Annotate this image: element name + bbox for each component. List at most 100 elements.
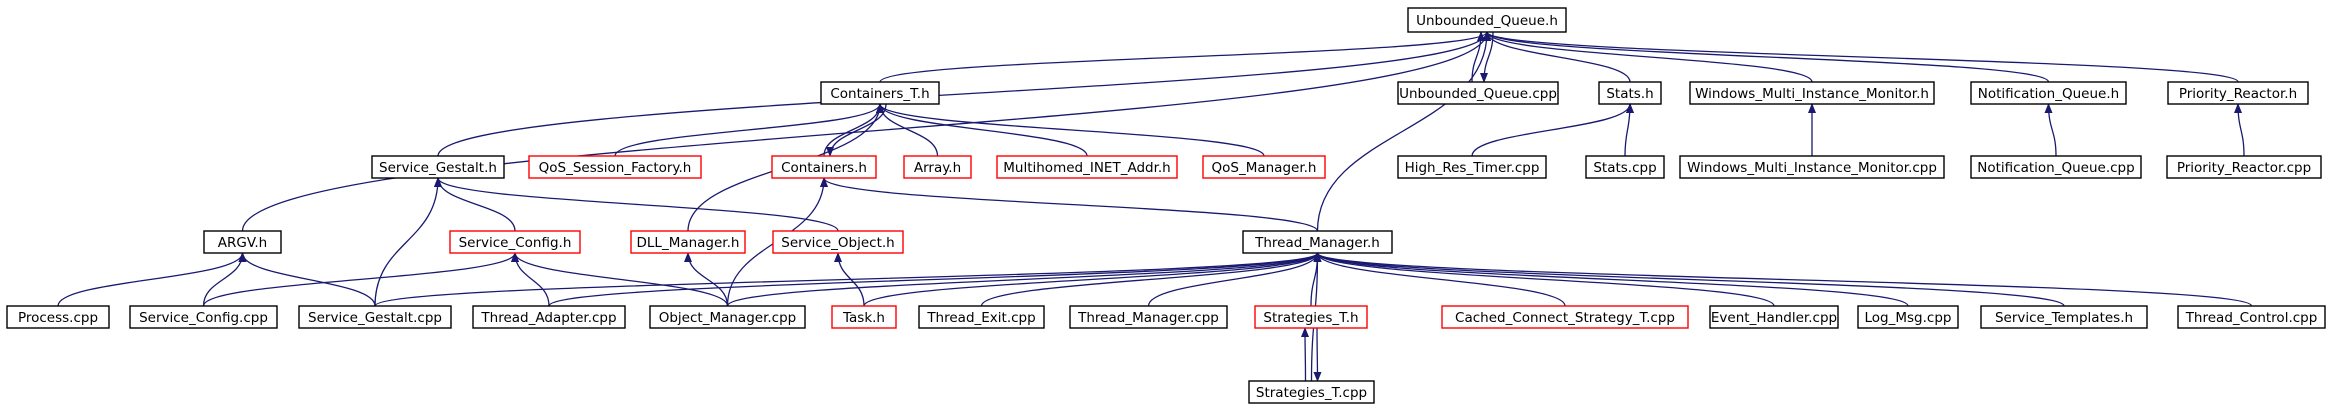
node-box <box>298 305 452 329</box>
node-box <box>1598 81 1662 105</box>
node-cached_connect_cpp[interactable]: Cached_Connect_Strategy_T.cpp <box>1441 305 1689 329</box>
edge-qos_session_factory_h-to-containers_t_h <box>614 103 884 157</box>
node-task_h[interactable]: Task.h <box>831 305 897 329</box>
node-label: Thread_Exit.cpp <box>926 310 1035 326</box>
node-box <box>1248 380 1375 404</box>
node-dll_manager_h[interactable]: DLL_Manager.h <box>630 230 746 254</box>
node-strategies_t_h[interactable]: Strategies_T.h <box>1254 305 1368 329</box>
node-service_templates_h[interactable]: Service_Templates.h <box>1980 305 2148 329</box>
edge-object_manager_cpp-to-thread_manager_h <box>726 252 1322 307</box>
edge-task_h-to-thread_manager_h <box>863 252 1322 307</box>
edge-service_templates_h-to-thread_manager_h <box>1313 252 2065 307</box>
edge-service_gestalt_cpp-to-thread_manager_h <box>374 252 1322 307</box>
node-label: Log_Msg.cpp <box>1865 310 1952 326</box>
edge-service_object_h-to-service_gestalt_h <box>434 177 839 232</box>
node-box <box>771 155 877 179</box>
node-object_manager_cpp[interactable]: Object_Manager.cpp <box>649 305 806 329</box>
node-box <box>772 230 904 254</box>
node-stats_h[interactable]: Stats.h <box>1598 81 1662 105</box>
node-service_object_h[interactable]: Service_Object.h <box>772 230 904 254</box>
node-service_config_h[interactable]: Service_Config.h <box>449 230 581 254</box>
node-wmim_h[interactable]: Windows_Multi_Instance_Monitor.h <box>1689 81 1935 105</box>
node-event_handler_cpp[interactable]: Event_Handler.cpp <box>1709 305 1839 329</box>
node-box <box>831 305 897 329</box>
edge-high_res_timer_cpp-to-stats_h <box>1471 103 1634 157</box>
node-array_h[interactable]: Array.h <box>903 155 972 179</box>
node-box <box>129 305 278 329</box>
node-label: Unbounded_Queue.cpp <box>1399 86 1557 102</box>
node-qos_manager_h[interactable]: QoS_Manager.h <box>1202 155 1326 179</box>
node-box <box>1202 155 1326 179</box>
edge-cached_connect_cpp-to-thread_manager_h <box>1313 252 1566 307</box>
node-box <box>903 155 972 179</box>
node-strategies_t_cpp[interactable]: Strategies_T.cpp <box>1248 380 1375 404</box>
node-notification_queue_h[interactable]: Notification_Queue.h <box>1970 81 2127 105</box>
node-thread_adapter_cpp[interactable]: Thread_Adapter.cpp <box>472 305 626 329</box>
edge-wmim_h-to-root <box>1483 31 1813 83</box>
edge-stats_cpp-to-stats_h <box>1624 103 1634 157</box>
node-notification_queue_cpp[interactable]: Notification_Queue.cpp <box>1970 155 2142 179</box>
node-box <box>1689 81 1935 105</box>
node-label: Strategies_T.h <box>1263 310 1358 326</box>
node-process_cpp[interactable]: Process.cpp <box>6 305 110 329</box>
node-service_config_cpp[interactable]: Service_Config.cpp <box>129 305 278 329</box>
node-thread_exit_cpp[interactable]: Thread_Exit.cpp <box>918 305 1045 329</box>
node-service_gestalt_h[interactable]: Service_Gestalt.h <box>371 155 505 179</box>
node-label: Strategies_T.cpp <box>1256 385 1367 401</box>
node-multihomed_h[interactable]: Multihomed_INET_Addr.h <box>996 155 1178 179</box>
node-box <box>1407 7 1567 33</box>
node-box <box>820 81 940 105</box>
node-thread_manager_cpp[interactable]: Thread_Manager.cpp <box>1069 305 1228 329</box>
node-label: Array.h <box>914 160 961 176</box>
node-label: Notification_Queue.h <box>1978 86 2119 102</box>
edge-object_manager_cpp-to-dll_manager_h <box>684 252 729 307</box>
node-qos_session_factory_h[interactable]: QoS_Session_Factory.h <box>528 155 702 179</box>
node-label: Containers_T.h <box>830 86 929 102</box>
node-label: Thread_Control.cpp <box>2185 310 2318 326</box>
node-label: Service_Object.h <box>781 235 894 251</box>
node-wmim_cpp[interactable]: Windows_Multi_Instance_Monitor.cpp <box>1679 155 1945 179</box>
node-box <box>528 155 702 179</box>
edge-log_msg_cpp-to-thread_manager_h <box>1313 252 1909 307</box>
node-root[interactable]: Unbounded_Queue.h <box>1407 7 1567 33</box>
node-label: Service_Gestalt.cpp <box>308 310 442 326</box>
edge-thread_manager_h-to-containers_h <box>820 177 1319 232</box>
edge-containers_t_h-to-containers_h <box>826 103 887 157</box>
edge-service_gestalt_cpp-to-argv_h <box>238 252 376 307</box>
node-box <box>203 230 282 254</box>
node-priority_reactor_cpp[interactable]: Priority_Reactor.cpp <box>2166 155 2322 179</box>
node-log_msg_cpp[interactable]: Log_Msg.cpp <box>1857 305 1959 329</box>
node-priority_reactor_h[interactable]: Priority_Reactor.h <box>2167 81 2309 105</box>
edge-notification_queue_h-to-root <box>1483 31 2050 83</box>
node-box <box>1254 305 1368 329</box>
edge-thread_control_cpp-to-thread_manager_h <box>1313 252 2253 307</box>
node-box <box>449 230 581 254</box>
node-thread_control_cpp[interactable]: Thread_Control.cpp <box>2177 305 2326 329</box>
node-containers_t_h[interactable]: Containers_T.h <box>820 81 940 105</box>
node-label: Unbounded_Queue.h <box>1416 13 1558 29</box>
edge-event_handler_cpp-to-thread_manager_h <box>1313 252 1775 307</box>
node-service_gestalt_cpp[interactable]: Service_Gestalt.cpp <box>298 305 452 329</box>
node-label: Windows_Multi_Instance_Monitor.cpp <box>1687 160 1937 176</box>
node-argv_h[interactable]: ARGV.h <box>203 230 282 254</box>
node-unbounded_queue_cpp[interactable]: Unbounded_Queue.cpp <box>1397 81 1559 105</box>
node-high_res_timer_cpp[interactable]: High_Res_Timer.cpp <box>1397 155 1547 179</box>
edge-process_cpp-to-argv_h <box>57 252 247 307</box>
node-box <box>1980 305 2148 329</box>
node-box <box>6 305 110 329</box>
node-label: Service_Config.h <box>459 235 572 251</box>
node-label: High_Res_Timer.cpp <box>1405 160 1540 176</box>
node-label: Windows_Multi_Instance_Monitor.h <box>1695 86 1929 102</box>
node-label: Object_Manager.cpp <box>659 310 797 326</box>
node-containers_h[interactable]: Containers.h <box>771 155 877 179</box>
node-label: Service_Gestalt.h <box>379 160 497 176</box>
node-stats_cpp[interactable]: Stats.cpp <box>1585 155 1665 179</box>
node-box <box>1397 81 1559 105</box>
node-label: Priority_Reactor.cpp <box>2177 160 2311 176</box>
node-thread_manager_h[interactable]: Thread_Manager.h <box>1242 230 1393 254</box>
edge-thread_exit_cpp-to-thread_manager_h <box>980 252 1322 307</box>
node-label: DLL_Manager.h <box>637 235 740 251</box>
edge-containers_t_h-to-root <box>879 31 1491 83</box>
node-box <box>472 305 626 329</box>
